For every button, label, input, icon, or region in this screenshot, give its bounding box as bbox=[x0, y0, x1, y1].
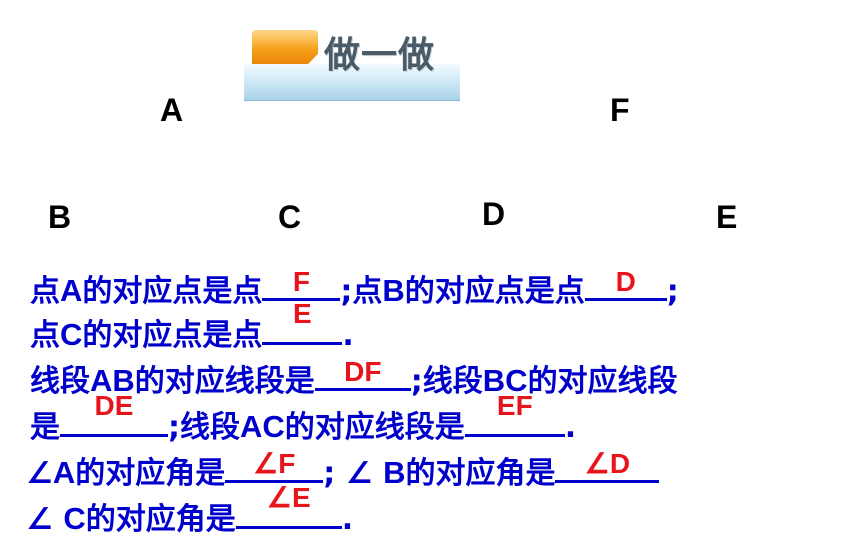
point-label-b: B bbox=[48, 199, 72, 235]
text: A bbox=[52, 455, 76, 490]
text: 是 bbox=[30, 410, 60, 445]
text: 的对应点是点 bbox=[82, 318, 263, 353]
statement-line-5: ∠A的对应角是∠F; ∠ B的对应角是∠D bbox=[26, 448, 660, 492]
text: . bbox=[341, 502, 354, 537]
text: ; bbox=[666, 274, 679, 309]
text: 的对应线段是 bbox=[134, 364, 315, 399]
answer-text: ∠F bbox=[253, 448, 296, 479]
answer-blank: ∠D bbox=[555, 450, 660, 483]
text: 线段 bbox=[30, 364, 90, 399]
text: B bbox=[382, 273, 405, 308]
answer-blank: DF bbox=[314, 358, 411, 391]
text: ;线段 bbox=[410, 364, 483, 399]
text: ;点 bbox=[340, 274, 383, 309]
answer-blank: ∠E bbox=[235, 484, 342, 529]
point-label-a: A bbox=[160, 92, 184, 128]
text: ∠ bbox=[26, 502, 64, 537]
point-label-d: D bbox=[482, 196, 506, 232]
text: . bbox=[564, 410, 577, 445]
answer-text: ∠E bbox=[266, 482, 311, 513]
statement-line-4: 是 DE ;线段AC的对应线段是 EF. bbox=[30, 392, 577, 446]
text: AC bbox=[240, 409, 285, 444]
answer-text: DF bbox=[344, 356, 382, 387]
text: C bbox=[60, 317, 83, 352]
title-banner-tab bbox=[252, 30, 318, 64]
page-title: 做一做 bbox=[324, 35, 436, 76]
text: 点 bbox=[30, 274, 60, 309]
text: 点 bbox=[30, 318, 60, 353]
statement-line-2: 点C的对应点是点 E. bbox=[30, 300, 354, 354]
point-label-e: E bbox=[716, 199, 738, 235]
answer-blank: EF bbox=[464, 392, 565, 437]
title-banner-bar bbox=[244, 64, 460, 101]
answer-blank: ∠F bbox=[225, 450, 324, 483]
answer-blank: D bbox=[584, 268, 667, 301]
text: 的对应角是 bbox=[75, 456, 226, 491]
statement-line-3: 线段AB的对应线段是 DF ;线段BC的对应线段 bbox=[30, 356, 678, 400]
text: 的对应线段 bbox=[527, 364, 678, 399]
answer-blank: F bbox=[262, 268, 341, 301]
text: . bbox=[342, 318, 354, 353]
answer-text: D bbox=[615, 266, 636, 297]
text: AB bbox=[90, 363, 135, 398]
answer-text: F bbox=[292, 266, 310, 297]
text: 的对应线段是 bbox=[284, 410, 465, 445]
answer-text: EF bbox=[496, 390, 533, 421]
text: ∠ bbox=[26, 456, 53, 491]
text: BC bbox=[482, 363, 528, 398]
answer-blank: E bbox=[262, 300, 343, 345]
answer-text: E bbox=[293, 298, 312, 329]
text: 的对应角是 bbox=[85, 502, 236, 537]
text: 的对应角是 bbox=[405, 456, 556, 491]
answer-text: DE bbox=[94, 390, 134, 421]
point-label-f: F bbox=[610, 92, 630, 128]
text: C bbox=[63, 501, 86, 536]
text: A bbox=[60, 273, 83, 308]
text: 的对应点是点 bbox=[82, 274, 263, 309]
text: 的对应点是点 bbox=[404, 274, 585, 309]
statement-line-6: ∠ C的对应角是 ∠E. bbox=[26, 484, 354, 538]
text: ;线段 bbox=[168, 410, 240, 445]
point-label-c: C bbox=[278, 199, 302, 235]
answer-text: ∠D bbox=[584, 448, 631, 479]
text: ; ∠ bbox=[323, 456, 384, 491]
answer-blank: DE bbox=[60, 392, 168, 437]
text: B bbox=[383, 455, 406, 490]
